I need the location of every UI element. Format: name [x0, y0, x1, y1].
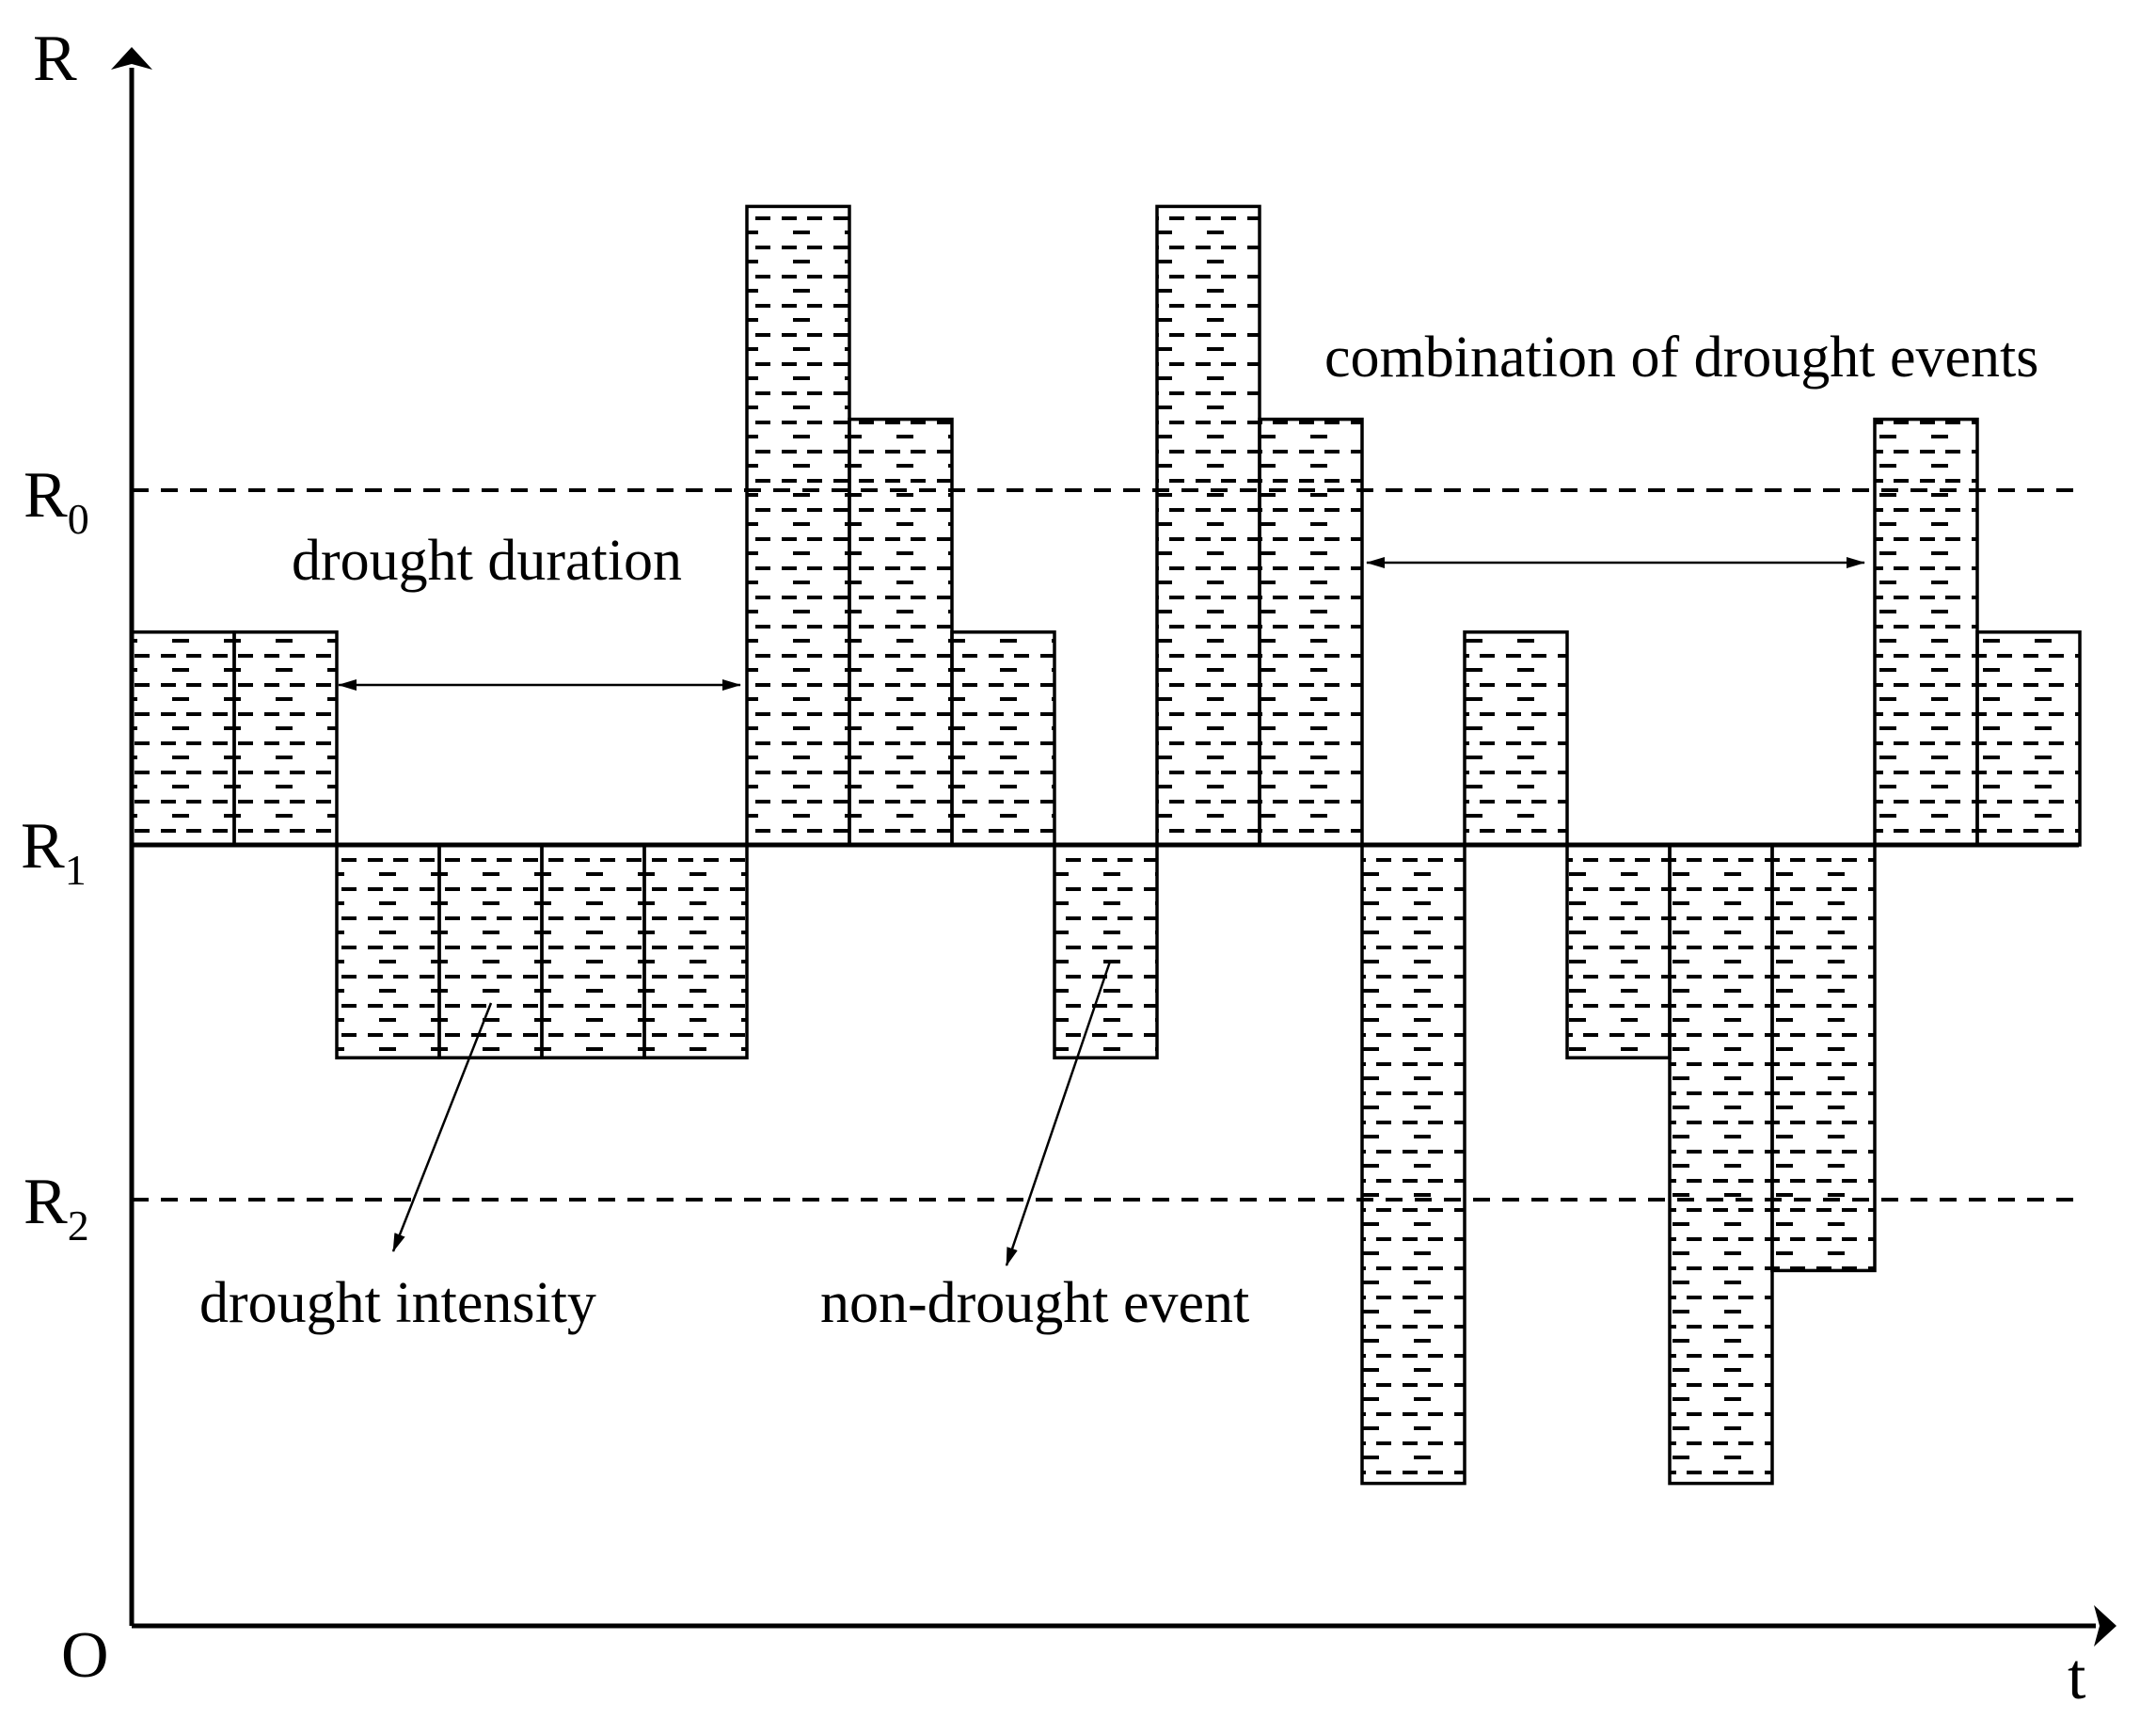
non-drought-event-label: non-drought event — [820, 1271, 1249, 1335]
non-drought-event-arrow — [1005, 961, 1112, 1266]
r0-label-letter: R — [24, 459, 68, 532]
r2-label-letter: R — [24, 1166, 68, 1238]
drought-duration-label: drought duration — [292, 529, 682, 593]
y-axis-label: R — [33, 23, 77, 95]
bar-period-5 — [540, 843, 646, 1059]
drought-intensity-label: drought intensity — [199, 1271, 596, 1335]
bar-period-11 — [1155, 204, 1261, 847]
r0-label: R0 — [24, 459, 89, 543]
bar-period-12 — [1258, 417, 1364, 847]
bar-period-7 — [745, 204, 851, 847]
r2-label: R2 — [24, 1166, 89, 1249]
r1-label-letter: R — [21, 810, 65, 883]
bar-period-9 — [950, 630, 1056, 847]
bar-period-16 — [1668, 843, 1774, 1486]
bar-period-6 — [642, 843, 749, 1059]
bar-period-1 — [130, 630, 236, 847]
combination-label: combination of drought events — [1324, 326, 2038, 390]
bar-period-2 — [232, 630, 339, 847]
r2-label-sub: 2 — [68, 1202, 89, 1249]
bar-period-13 — [1360, 843, 1466, 1486]
bar-period-8 — [848, 417, 954, 847]
origin-label: O — [61, 1619, 109, 1692]
bar-period-17 — [1770, 843, 1877, 1273]
x-axis-label: t — [2068, 1641, 2086, 1713]
bar-period-18 — [1873, 417, 1979, 847]
bars-layer — [130, 204, 2082, 1486]
bar-period-10 — [1053, 843, 1159, 1059]
bar-period-3 — [335, 843, 441, 1059]
bar-period-15 — [1565, 843, 1672, 1059]
r0-label-sub: 0 — [68, 495, 89, 543]
r1-label-sub: 1 — [65, 846, 87, 894]
r1-label: R1 — [21, 810, 87, 894]
bar-period-4 — [437, 843, 544, 1059]
bar-period-19 — [1975, 630, 2082, 847]
bar-period-14 — [1463, 630, 1569, 847]
drought-intensity-arrow — [391, 1002, 493, 1252]
